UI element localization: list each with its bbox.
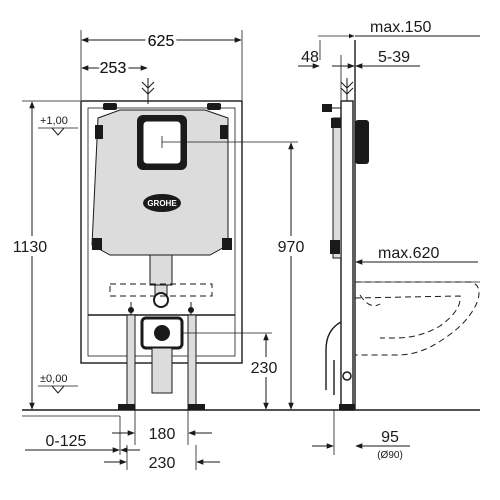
level-floor-marker [51, 385, 65, 394]
side-inlet-icon [340, 81, 354, 95]
toilet-bowl-inner-dashed [354, 295, 461, 339]
front-view: GROHE 625 625 253 253 [4, 30, 480, 472]
dim-label-max150: max.150 [370, 19, 431, 36]
side-tank-left [332, 117, 342, 259]
drain-pipe [151, 347, 173, 394]
level-floor-label: ±0,00 [40, 373, 67, 385]
dim-label-230v-bg [246, 357, 282, 377]
dim-label-95: 95 [381, 429, 399, 446]
side-bracket [331, 118, 341, 128]
side-drain-elbow [325, 321, 342, 390]
dim-label-625: 625 [148, 33, 175, 50]
side-valve-handle [322, 104, 332, 112]
dim-label-970: 970 [278, 239, 305, 256]
dim-label-1130: 1130 [13, 239, 48, 256]
dim-label-253-fg: 253 [100, 60, 127, 77]
foot-left [118, 404, 135, 410]
dim-label-diameter: (Ø90) [377, 450, 403, 461]
side-flush-plate [355, 120, 369, 164]
tank-clip-right [222, 238, 232, 250]
tank-clamp-left [95, 125, 103, 139]
grohe-logo [143, 194, 181, 212]
flush-pipe-ring [153, 292, 169, 308]
tank-neck [149, 254, 173, 286]
leg-right [187, 314, 197, 411]
drain-hole [154, 325, 170, 341]
foot-right [188, 404, 205, 410]
level-top-marker [51, 127, 65, 136]
side-frame [340, 100, 354, 411]
tank-clip-left [92, 238, 102, 250]
dim-label-230-h: 230 [149, 455, 176, 472]
side-clip [330, 240, 340, 254]
dim-label-5-39: 5-39 [378, 49, 410, 66]
dim-label-625-fg: 625 [148, 33, 175, 50]
side-anchor [342, 371, 352, 381]
dim-label-230-v: 230 [251, 360, 278, 377]
bowl-outline-dashed [109, 283, 213, 297]
side-foot [339, 404, 355, 410]
dim-label-180: 180 [149, 426, 176, 443]
top-bracket-left [103, 103, 117, 110]
toilet-bowl-dashed [355, 281, 480, 356]
dim-label-0-125: 0-125 [46, 433, 87, 450]
grohe-logo-text: GROHE [147, 199, 177, 208]
dim-label-1130-bg [4, 236, 56, 256]
toilet-seat-dashed [359, 294, 381, 307]
leg-left [126, 314, 136, 411]
dim-label-48: 48 [301, 49, 319, 66]
dim-label-253: 253 [100, 60, 127, 77]
dim-label-max620: max.620 [378, 245, 439, 262]
side-view: max.150 48 5-39 max.620 95 (Ø90) [298, 19, 480, 461]
tank-clamp-right [220, 125, 228, 139]
level-top-label: +1,00 [40, 115, 68, 127]
water-inlet-icon [141, 81, 155, 95]
dim-label-970-bg [272, 236, 312, 256]
top-bracket-right [207, 103, 221, 110]
